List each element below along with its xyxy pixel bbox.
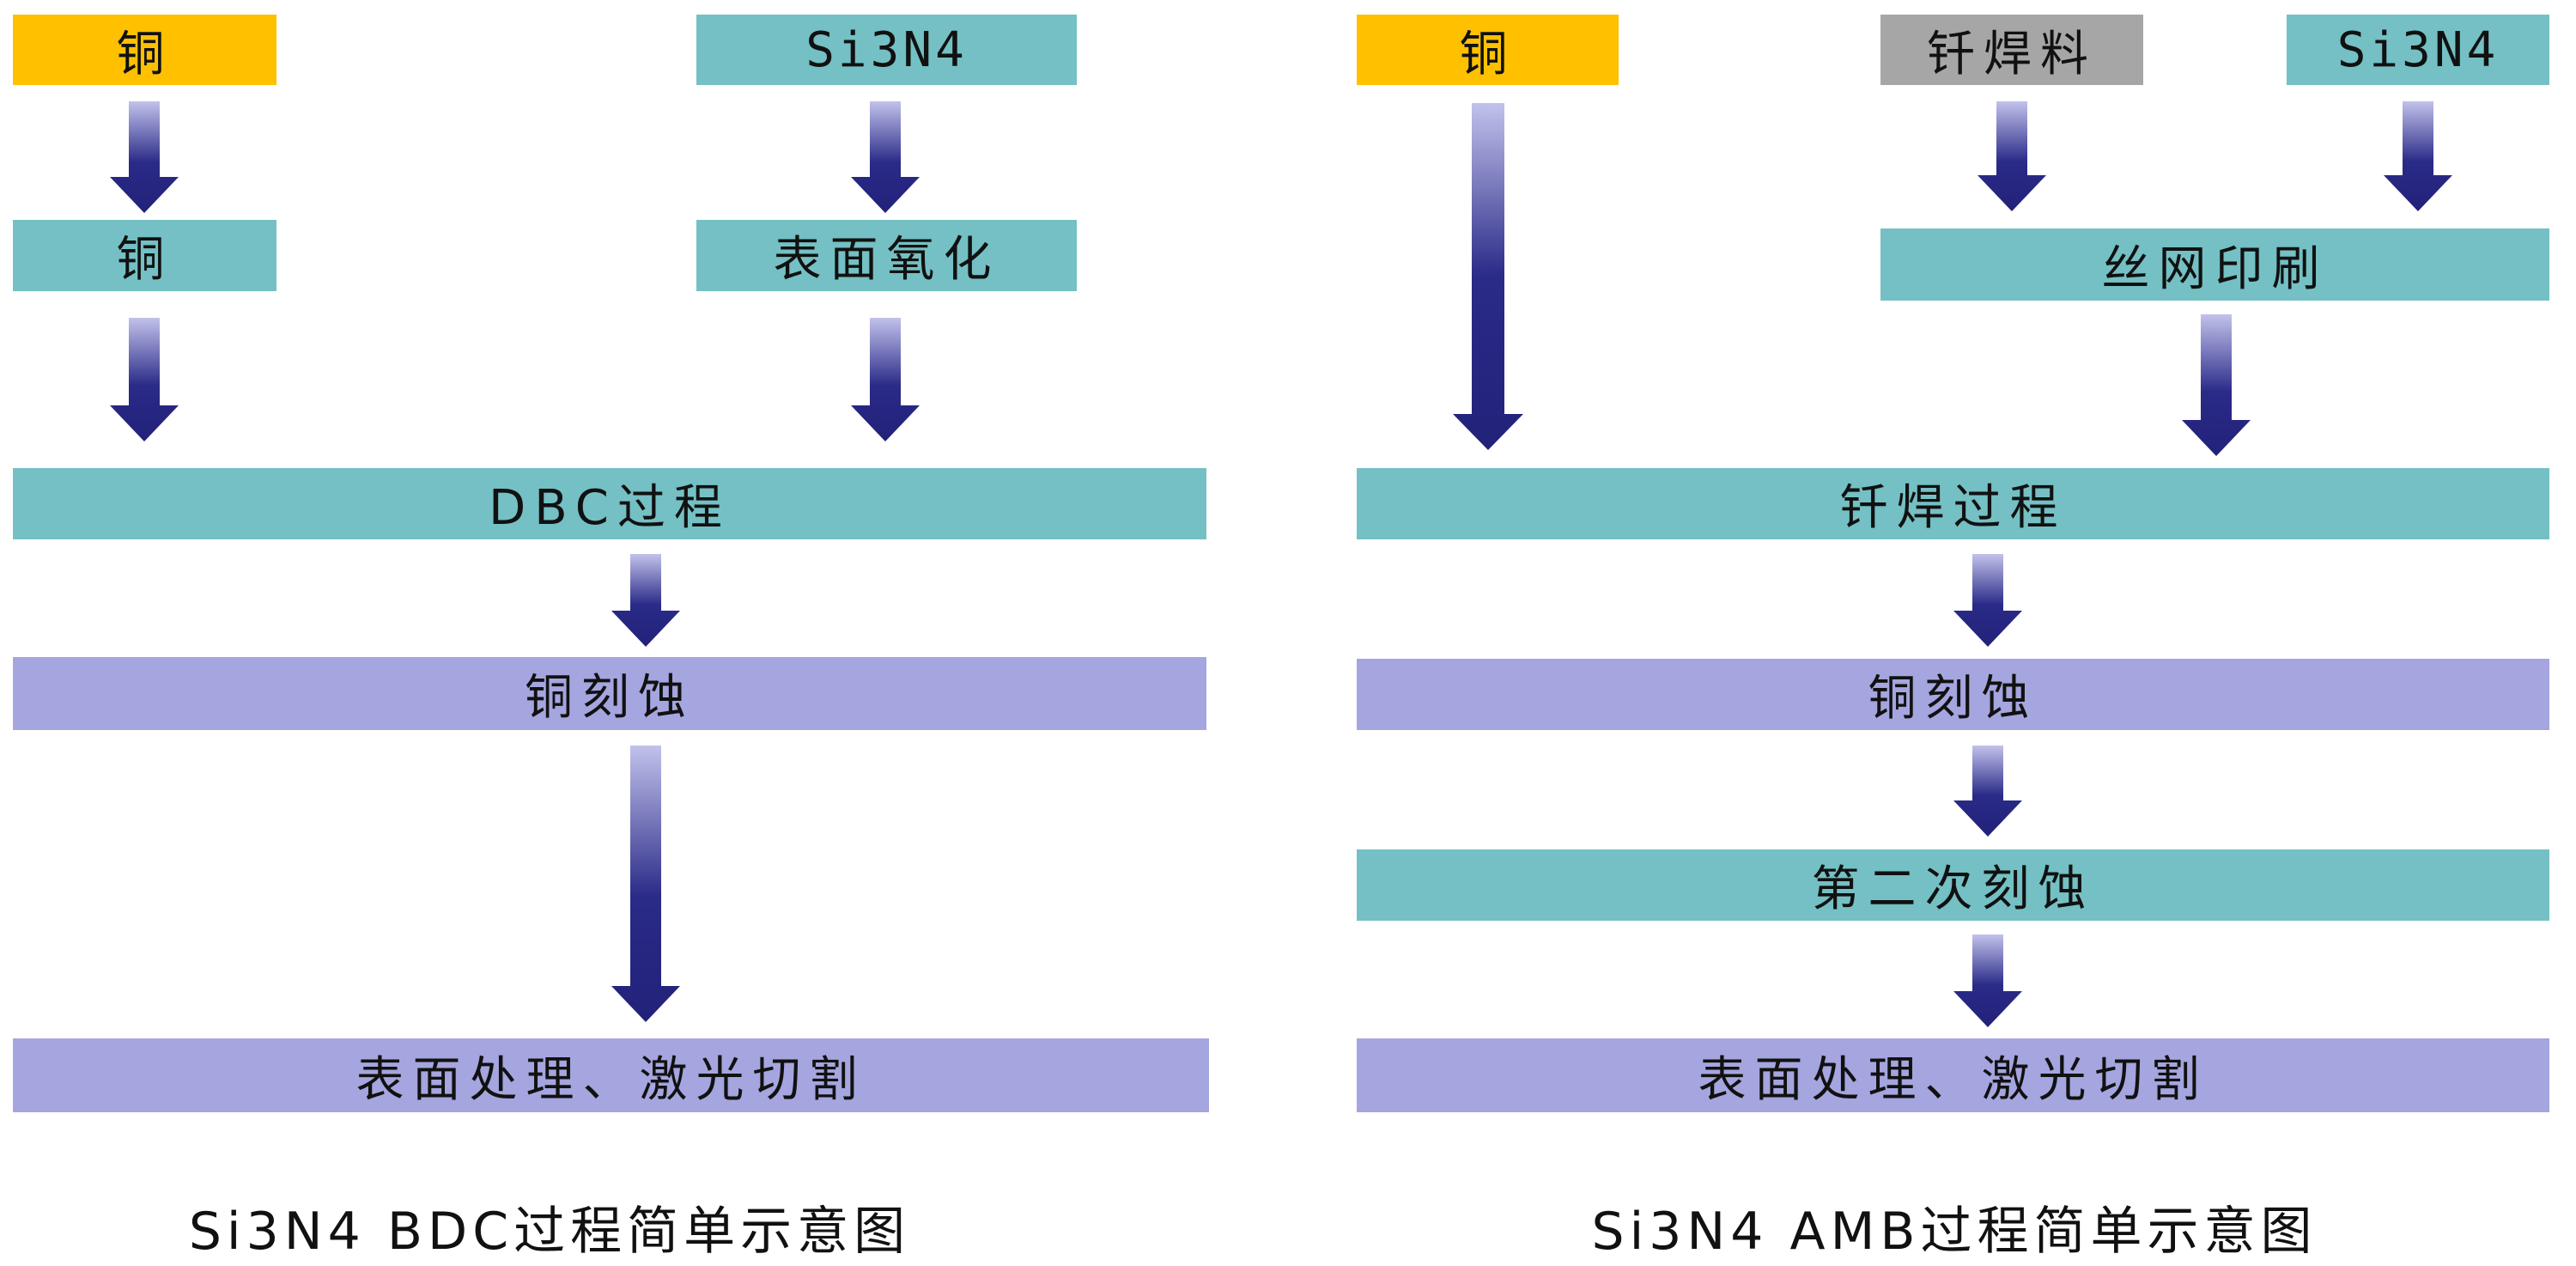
amb-finish-label: 表面处理、激光切割 bbox=[1698, 1051, 2208, 1108]
dbc-finish-label: 表面处理、激光切割 bbox=[355, 1051, 866, 1108]
down-arrow-icon bbox=[1453, 103, 1523, 450]
dbc-copper-step-label: 铜 bbox=[116, 232, 173, 288]
dbc-oxidation-box: 表面氧化 bbox=[696, 220, 1077, 291]
down-arrow-icon bbox=[2182, 314, 2251, 456]
dbc-si3n4-input-box: Si3N4 bbox=[696, 15, 1077, 85]
down-arrow-icon bbox=[1953, 934, 2022, 1027]
dbc-etching-label: 铜刻蚀 bbox=[525, 670, 695, 726]
dbc-si3n4-input-label: Si3N4 bbox=[805, 21, 968, 78]
dbc-oxidation-label: 表面氧化 bbox=[773, 232, 1000, 288]
amb-etching-box: 铜刻蚀 bbox=[1357, 659, 2549, 730]
amb-solder-input-label: 钎焊料 bbox=[1927, 26, 2097, 82]
down-arrow-icon bbox=[611, 554, 680, 647]
amb-brazing-label: 钎焊过程 bbox=[1839, 480, 2067, 536]
down-arrow-icon bbox=[1953, 746, 2022, 837]
amb-caption: Si3N4 AMB过程简单示意图 bbox=[1591, 1202, 2318, 1262]
dbc-etching-box: 铜刻蚀 bbox=[13, 657, 1206, 730]
amb-si3n4-input-label: Si3N4 bbox=[2336, 21, 2500, 78]
amb-brazing-box: 钎焊过程 bbox=[1357, 468, 2549, 539]
dbc-bonding-label: DBC过程 bbox=[489, 480, 731, 536]
amb-finish-box: 表面处理、激光切割 bbox=[1357, 1038, 2549, 1112]
amb-etching-label: 铜刻蚀 bbox=[1868, 671, 2038, 727]
dbc-copper-step-box: 铜 bbox=[13, 220, 276, 291]
down-arrow-icon bbox=[851, 101, 920, 213]
down-arrow-icon bbox=[1978, 101, 2046, 211]
dbc-copper-input-box: 铜 bbox=[13, 15, 276, 85]
dbc-bonding-box: DBC过程 bbox=[13, 468, 1206, 539]
dbc-caption: Si3N4 BDC过程简单示意图 bbox=[188, 1202, 911, 1262]
down-arrow-icon bbox=[110, 318, 179, 441]
dbc-finish-box: 表面处理、激光切割 bbox=[13, 1038, 1209, 1112]
amb-copper-input-box: 铜 bbox=[1357, 15, 1619, 85]
down-arrow-icon bbox=[851, 318, 920, 441]
down-arrow-icon bbox=[611, 746, 680, 1022]
down-arrow-icon bbox=[1953, 554, 2022, 647]
down-arrow-icon bbox=[110, 101, 179, 213]
amb-copper-input-label: 铜 bbox=[1459, 26, 1516, 82]
amb-si3n4-input-box: Si3N4 bbox=[2287, 15, 2549, 85]
amb-printing-box: 丝网印刷 bbox=[1880, 228, 2549, 301]
amb-printing-label: 丝网印刷 bbox=[2101, 240, 2329, 297]
dbc-copper-input-label: 铜 bbox=[116, 26, 173, 82]
amb-second-etching-label: 第二次刻蚀 bbox=[1811, 861, 2095, 917]
amb-second-etching-box: 第二次刻蚀 bbox=[1357, 849, 2549, 921]
amb-solder-input-box: 钎焊料 bbox=[1880, 15, 2143, 85]
down-arrow-icon bbox=[2384, 101, 2452, 211]
